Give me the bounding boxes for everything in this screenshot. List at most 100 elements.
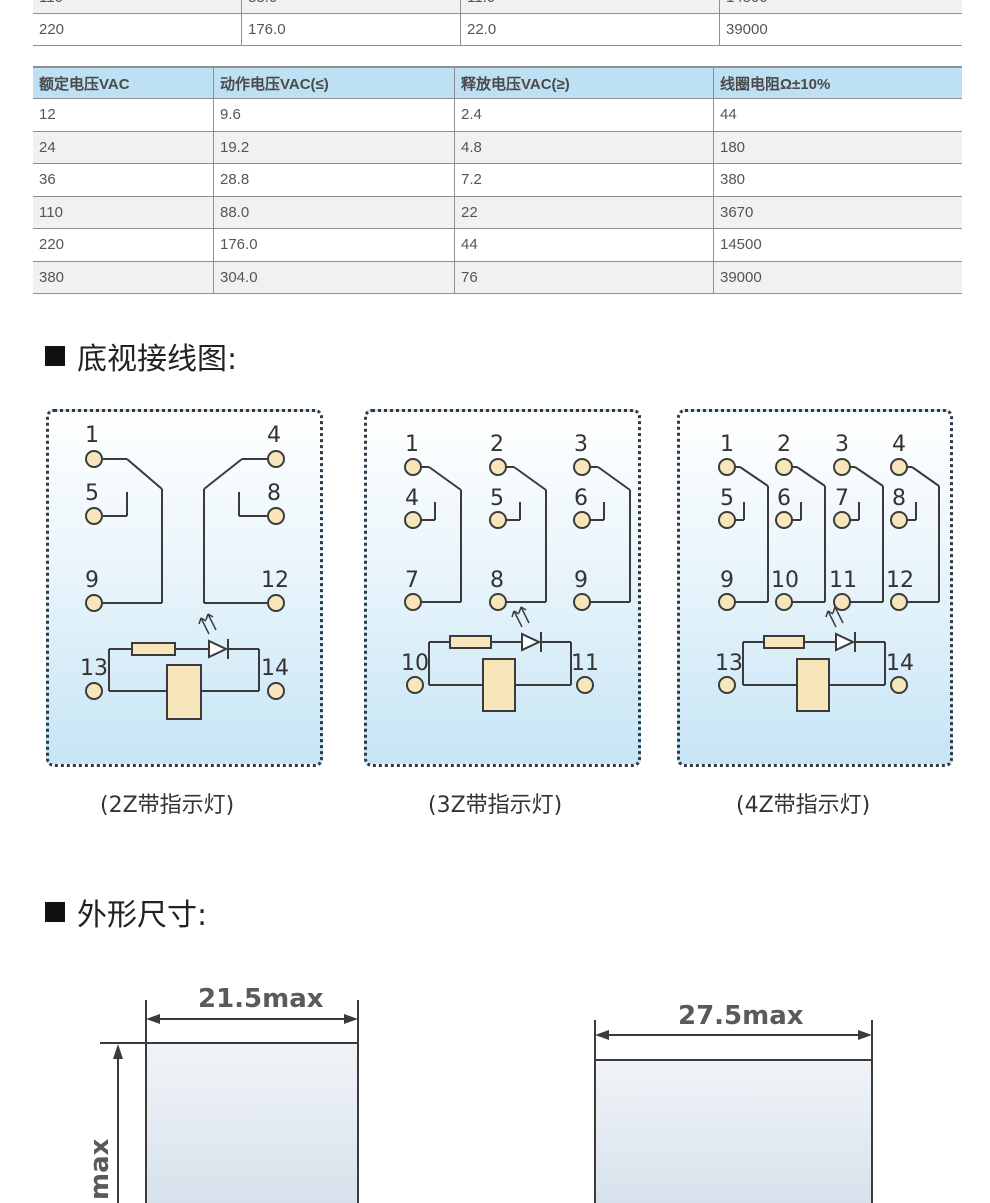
pin-label: 2 — [490, 432, 504, 457]
wiring-diagram-2z-svg: 1 4 5 8 9 12 13 14 — [80, 423, 289, 720]
wiring-section-heading: 底视接线图: — [45, 334, 237, 378]
table-cell: 39000 — [719, 13, 962, 46]
table-cell: 28.8 — [213, 163, 455, 197]
pin-label: 8 — [892, 486, 906, 511]
table-cell: 22.0 — [460, 13, 720, 46]
pin-label: 10 — [771, 568, 799, 593]
height-dimension-label: max — [85, 1138, 115, 1200]
table-cell: 44 — [713, 98, 962, 132]
pin-label: 1 — [85, 423, 99, 448]
table-cell: 88.0 — [241, 0, 461, 14]
table-cell: 14500 — [713, 228, 962, 262]
pin-label: 1 — [405, 432, 419, 457]
pin-label: 5 — [85, 481, 99, 506]
wiring-diagram-3z-svg: 1 2 3 4 5 6 7 8 9 10 11 — [401, 432, 631, 712]
wiring-diagram-3z: 1 2 3 4 5 6 7 8 9 10 11 — [364, 409, 641, 767]
table-cell: 14500 — [719, 0, 962, 14]
table-cell: 22 — [454, 196, 714, 229]
square-bullet-icon — [45, 346, 65, 366]
table-cell: 39000 — [713, 261, 962, 294]
table-cell: 176.0 — [213, 228, 455, 262]
pin-label: 3 — [835, 432, 849, 457]
table-row: 12 9.6 2.4 44 — [33, 98, 962, 132]
table-cell: 220 — [33, 13, 242, 46]
pin-label: 3 — [574, 432, 588, 457]
table-cell: 220 — [33, 228, 214, 262]
table-cell: 76 — [454, 261, 714, 294]
diagram-caption-3z: (3Z带指示灯) — [428, 793, 563, 818]
pin-label: 6 — [777, 486, 791, 511]
table-row: 36 28.8 7.2 380 — [33, 163, 962, 197]
diagram-caption-4z: (4Z带指示灯) — [736, 793, 871, 818]
pin-label: 6 — [574, 486, 588, 511]
wiring-diagram-2z: 1 4 5 8 9 12 13 14 — [46, 409, 323, 767]
table-cell: 304.0 — [213, 261, 455, 294]
wiring-diagram-4z-svg: 1 2 3 4 5 6 7 8 9 10 11 12 13 14 — [715, 432, 940, 712]
table-cell: 380 — [33, 261, 214, 294]
table-header: 释放电压VAC(≥) — [454, 66, 714, 99]
pin-label: 12 — [261, 568, 289, 593]
pin-label: 13 — [715, 651, 743, 676]
table-cell: 36 — [33, 163, 214, 197]
pin-label: 9 — [85, 568, 99, 593]
pin-label: 5 — [720, 486, 734, 511]
table-header: 线圈电阻Ω±10% — [713, 66, 962, 99]
section-title: 底视接线图: — [77, 342, 238, 377]
square-bullet-icon — [45, 902, 65, 922]
pin-label: 14 — [261, 656, 289, 681]
pin-label: 9 — [574, 568, 588, 593]
table-cell: 7.2 — [454, 163, 714, 197]
pin-label: 5 — [490, 486, 504, 511]
pin-label: 4 — [892, 432, 906, 457]
table-cell: 9.6 — [213, 98, 455, 132]
pin-label: 7 — [405, 568, 419, 593]
relay-outline-side — [595, 1060, 872, 1203]
table-cell: 2.4 — [454, 98, 714, 132]
width-dimension-label: 27.5max — [678, 1001, 804, 1031]
table-cell: 44 — [454, 228, 714, 262]
pin-label: 7 — [835, 486, 849, 511]
dimensions-section-heading: 外形尺寸: — [45, 890, 207, 934]
table-row: 110 88.0 11.0 14500 — [33, 0, 962, 14]
wiring-diagram-4z: 1 2 3 4 5 6 7 8 9 10 11 12 13 14 — [677, 409, 953, 767]
pin-label: 14 — [886, 651, 914, 676]
pin-label: 12 — [886, 568, 914, 593]
table-row: 110 88.0 22 3670 — [33, 196, 962, 229]
pin-label: 10 — [401, 651, 429, 676]
pin-label: 9 — [720, 568, 734, 593]
ac-coil-table: 额定电压VAC 动作电压VAC(≤) 释放电压VAC(≥) 线圈电阻Ω±10% … — [33, 66, 962, 294]
pin-label: 13 — [80, 656, 108, 681]
pin-label: 4 — [267, 423, 281, 448]
table-cell: 110 — [33, 0, 242, 14]
table-cell: 180 — [713, 131, 962, 164]
table-row: 220 176.0 44 14500 — [33, 228, 962, 262]
pin-label: 11 — [571, 651, 599, 676]
table-header-row: 额定电压VAC 动作电压VAC(≤) 释放电压VAC(≥) 线圈电阻Ω±10% — [33, 66, 962, 99]
table-row: 220 176.0 22.0 39000 — [33, 13, 962, 46]
diagram-caption-2z: (2Z带指示灯) — [100, 793, 235, 818]
table-cell: 12 — [33, 98, 214, 132]
coil-table-continued: 110 88.0 11.0 14500 220 176.0 22.0 39000 — [33, 0, 962, 46]
section-title: 外形尺寸: — [77, 898, 208, 933]
pin-label: 1 — [720, 432, 734, 457]
table-cell: 176.0 — [241, 13, 461, 46]
pin-label: 11 — [829, 568, 857, 593]
table-cell: 3670 — [713, 196, 962, 229]
table-cell: 24 — [33, 131, 214, 164]
pin-label: 2 — [777, 432, 791, 457]
pin-label: 8 — [490, 568, 504, 593]
table-header: 额定电压VAC — [33, 66, 214, 99]
table-cell: 19.2 — [213, 131, 455, 164]
width-dimension-label: 21.5max — [198, 984, 324, 1014]
table-cell: 110 — [33, 196, 214, 229]
pin-label: 4 — [405, 486, 419, 511]
table-cell: 88.0 — [213, 196, 455, 229]
dimension-drawing: 21.5max max 27.5max — [85, 984, 873, 1203]
table-header: 动作电压VAC(≤) — [213, 66, 455, 99]
table-cell: 4.8 — [454, 131, 714, 164]
table-cell: 380 — [713, 163, 962, 197]
relay-outline-front — [146, 1043, 358, 1203]
table-cell: 11.0 — [460, 0, 720, 14]
table-row: 24 19.2 4.8 180 — [33, 131, 962, 164]
table-row: 380 304.0 76 39000 — [33, 261, 962, 294]
